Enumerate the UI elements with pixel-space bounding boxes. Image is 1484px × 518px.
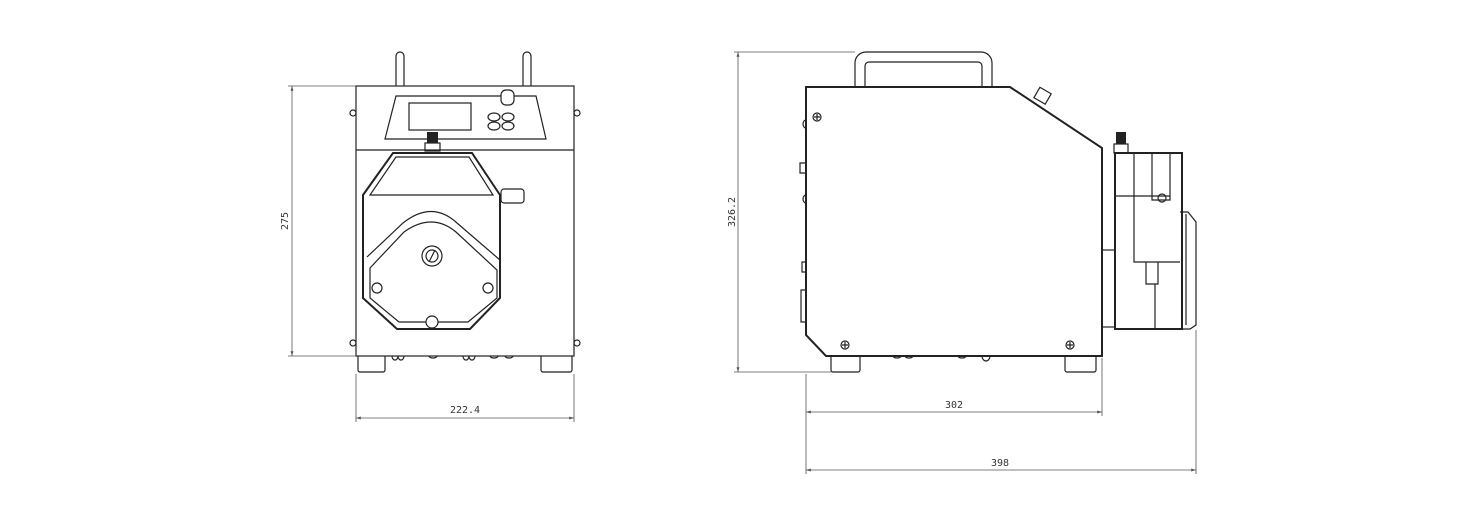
- total-depth-label: 398: [991, 458, 1009, 469]
- tube-connector: [1116, 132, 1126, 144]
- control-knob: [500, 89, 515, 106]
- rotor-hub: [421, 245, 443, 267]
- side-bolt: [349, 339, 357, 347]
- screw: [482, 282, 494, 294]
- panel-button: [501, 112, 515, 122]
- body-depth-label: 302: [945, 400, 963, 411]
- pump-head: [362, 152, 501, 330]
- foot-left: [830, 356, 861, 373]
- side-dimensions: 326.2 302 398: [727, 51, 1197, 474]
- panel-button: [487, 121, 501, 131]
- side-bolt: [573, 109, 581, 117]
- foot-right: [540, 356, 573, 373]
- side-knob: [1033, 86, 1053, 106]
- mount-plate: [1101, 249, 1116, 328]
- tube-connector-base: [424, 142, 441, 152]
- carry-handle: [854, 51, 993, 87]
- pump-head-lid: [368, 156, 495, 196]
- tube-connector: [427, 132, 438, 143]
- side-bolt: [349, 109, 357, 117]
- foot-left: [357, 356, 386, 373]
- height-label: 275: [280, 212, 291, 230]
- screw: [371, 282, 383, 294]
- bottom-ports: [391, 355, 514, 361]
- front-view: [349, 51, 581, 373]
- rotor-hub-inner: [425, 249, 439, 263]
- rotor-cover: [369, 221, 498, 323]
- bottom-knob: [425, 315, 439, 329]
- front-dimensions: 275 222.4: [280, 85, 575, 422]
- side-body: [805, 86, 1103, 357]
- side-view: [799, 51, 1197, 373]
- panel-button: [501, 121, 515, 131]
- hub-slot: [428, 249, 436, 263]
- pump-cover: [1180, 211, 1197, 330]
- side-bolt: [573, 339, 581, 347]
- display-screen: [408, 102, 472, 131]
- bottom-ports: [892, 355, 991, 362]
- pump-head-detail: [1115, 153, 1180, 285]
- body-screws: [812, 112, 1075, 350]
- tube-connector-base: [1113, 143, 1129, 154]
- antenna-left: [395, 51, 405, 86]
- control-panel: [384, 95, 547, 140]
- foot-right: [1064, 356, 1097, 373]
- height-label: 326.2: [727, 197, 738, 227]
- panel-button: [487, 112, 501, 122]
- antenna-right: [522, 51, 532, 86]
- rear-ports: [799, 119, 807, 323]
- width-label: 222.4: [450, 405, 480, 416]
- rotor-cover-arch: [366, 211, 501, 261]
- lever-knob: [500, 188, 525, 204]
- latch-screw: [1157, 193, 1167, 203]
- pump-head-side: [1114, 152, 1183, 330]
